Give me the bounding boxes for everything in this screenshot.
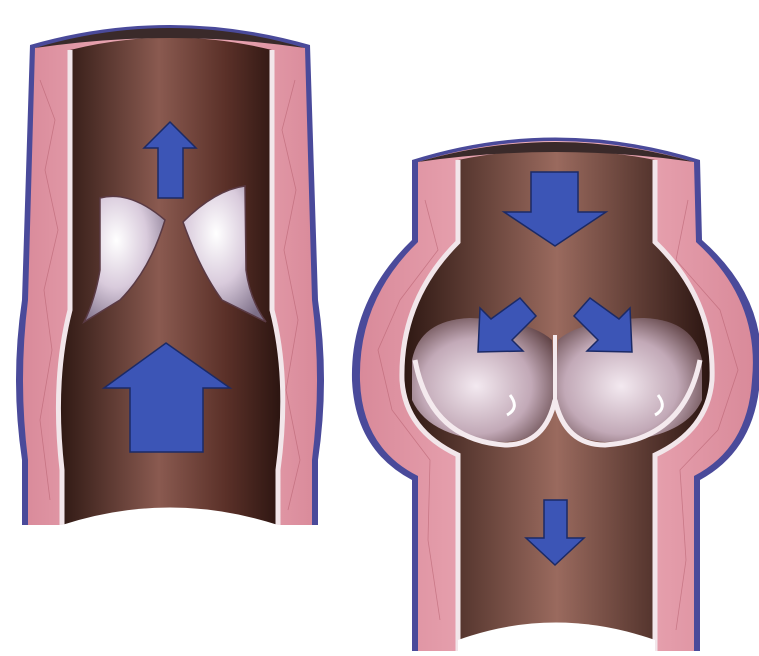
left-vein-panel xyxy=(16,25,324,540)
right-vein-panel xyxy=(352,138,759,652)
